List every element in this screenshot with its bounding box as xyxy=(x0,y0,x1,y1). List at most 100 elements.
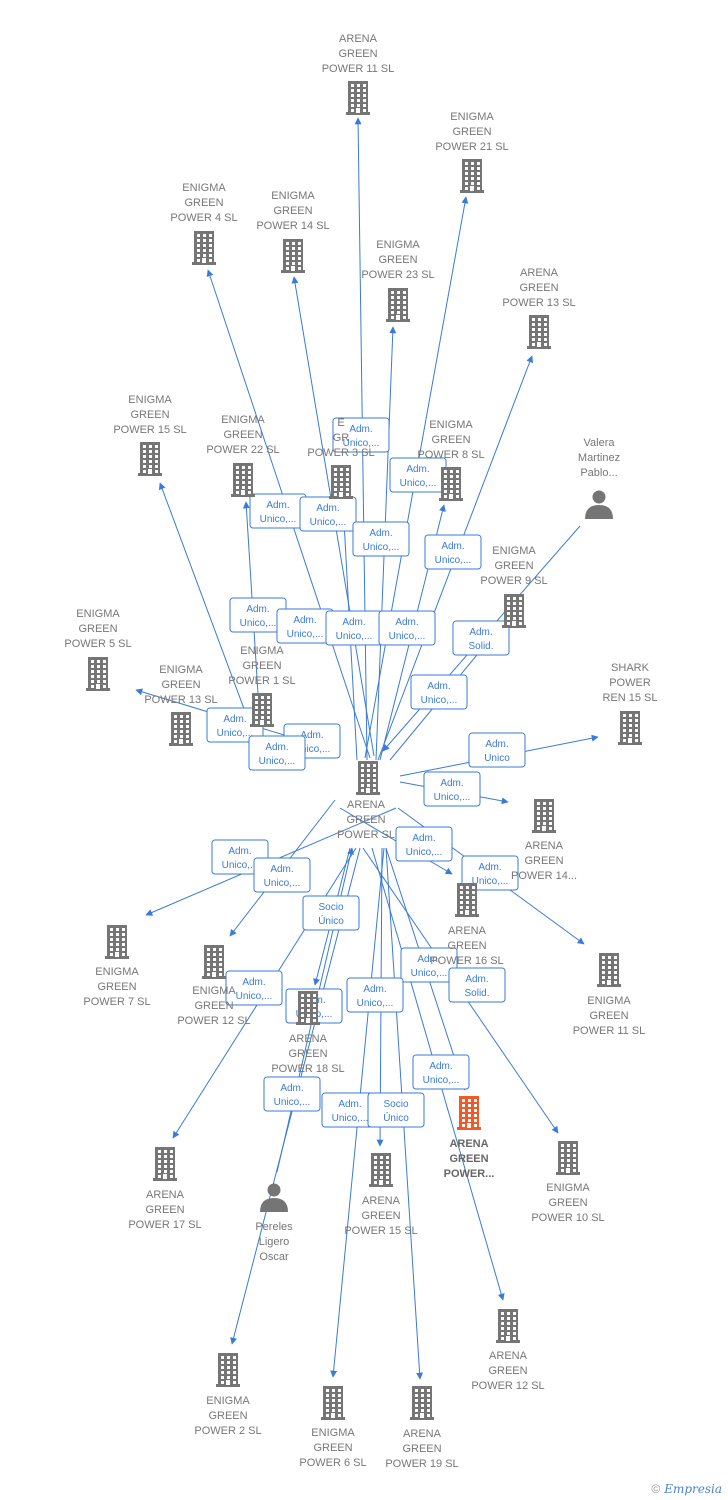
building-icon[interactable] xyxy=(216,1353,240,1387)
edge-label-badge[interactable]: Adm.Unico,... xyxy=(253,857,311,893)
building-window xyxy=(158,1165,161,1168)
edge-label-badge[interactable]: Adm.Unico,... xyxy=(229,597,287,633)
edge-label-badge[interactable]: Adm.Unico,... xyxy=(410,674,468,710)
building-icon[interactable] xyxy=(502,594,526,628)
badge-box xyxy=(448,967,506,1003)
building-icon[interactable] xyxy=(153,1147,177,1181)
edge-label-badge[interactable]: Adm.Unico,... xyxy=(424,534,482,570)
building-door xyxy=(542,826,546,831)
building-icon[interactable] xyxy=(231,463,255,497)
edge-label-badge[interactable]: Adm.Unico,... xyxy=(225,970,283,1006)
building-icon[interactable] xyxy=(527,315,551,349)
building-icon[interactable] xyxy=(410,1386,434,1420)
edge-label-badge[interactable]: Adm.Unico,... xyxy=(423,771,481,807)
building-icon[interactable] xyxy=(281,239,305,273)
building-icon[interactable] xyxy=(439,467,463,501)
brand-logo[interactable]: Empresia xyxy=(664,1482,722,1496)
edge-label-badge[interactable]: Adm.Unico,... xyxy=(395,826,453,862)
building-icon[interactable] xyxy=(386,288,410,322)
edge-label-badge[interactable]: Adm.Unico,... xyxy=(248,735,306,771)
building-icon[interactable] xyxy=(532,799,556,833)
building-icon[interactable] xyxy=(460,159,484,193)
edge-label-badge[interactable]: Adm.Unico,... xyxy=(276,608,334,644)
person-icon[interactable] xyxy=(585,490,613,520)
building-icon[interactable] xyxy=(138,442,162,476)
edge-label-badge[interactable]: Adm.Unico,... xyxy=(389,457,447,493)
building-icon[interactable] xyxy=(169,712,193,746)
edge-label-badge[interactable]: Adm.Unico,... xyxy=(299,496,357,532)
building-icon[interactable] xyxy=(321,1386,345,1420)
building-icon[interactable] xyxy=(369,1153,393,1187)
building-icon[interactable] xyxy=(250,693,274,727)
edge-label-badge[interactable]: Adm.Unico,... xyxy=(352,521,410,557)
edge-label-badge[interactable]: Adm.Unico,... xyxy=(378,610,436,646)
edge-label-badge[interactable]: Adm.Unico xyxy=(468,732,526,768)
building-icon[interactable] xyxy=(202,945,226,979)
building-window xyxy=(351,84,354,87)
edge-label-badge[interactable]: Adm.Solid. xyxy=(452,620,510,656)
edge-label-badge[interactable]: Adm.Unico,... xyxy=(461,855,519,891)
edge-label-badge[interactable]: Adm.Unico,... xyxy=(412,1054,470,1090)
building-icon[interactable] xyxy=(329,465,353,499)
edge-label-badge[interactable]: Adm.Solid. xyxy=(448,967,506,1003)
building-base xyxy=(296,1022,320,1025)
building-icon[interactable] xyxy=(86,657,110,691)
building-icon[interactable] xyxy=(296,991,320,1025)
building-icon[interactable] xyxy=(556,1141,580,1175)
building-icon[interactable] xyxy=(105,925,129,959)
edge-label-badge[interactable]: Adm.Unico,... xyxy=(325,610,383,646)
building-icon[interactable] xyxy=(356,761,380,795)
building-icon[interactable] xyxy=(457,1096,481,1130)
person-icon[interactable] xyxy=(260,1183,288,1213)
building-icon[interactable] xyxy=(496,1309,520,1343)
building-base xyxy=(138,473,162,476)
building-icon[interactable] xyxy=(455,883,479,917)
edge-label-badge[interactable]: Adm.Unico,... xyxy=(400,947,458,983)
building-icon[interactable] xyxy=(597,953,621,987)
edge-label-badge[interactable]: Adm.Unico,... xyxy=(263,1076,321,1112)
edge-label-badge[interactable]: Adm.Unico,... xyxy=(249,493,307,529)
building-icon[interactable] xyxy=(346,81,370,115)
building-window xyxy=(174,725,177,728)
edge-label-badge[interactable]: Adm.Unico,... xyxy=(346,977,404,1013)
building-icon[interactable] xyxy=(192,231,216,265)
node-label-line: POWER 9 SL xyxy=(480,575,547,587)
edge-label-badge[interactable]: Adm.Unico,... xyxy=(332,417,390,453)
building-icon[interactable] xyxy=(618,711,642,745)
